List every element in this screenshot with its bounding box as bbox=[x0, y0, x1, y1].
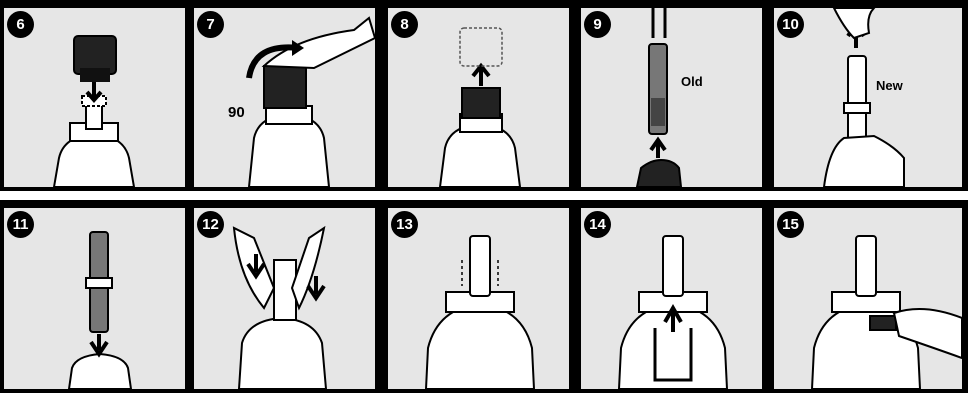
instruction-row-top: 6 7 90 8 bbox=[0, 0, 968, 191]
step-panel-11: 11 bbox=[4, 208, 185, 389]
cap-lift-illustration bbox=[388, 8, 569, 187]
step-panel-13: 13 bbox=[388, 208, 569, 389]
step-panel-8: 8 bbox=[388, 8, 569, 187]
step-panel-14: 14 bbox=[581, 208, 762, 389]
step-panel-15: 15 bbox=[774, 208, 962, 389]
old-cartridge-label: Old bbox=[681, 74, 703, 89]
step-number-badge: 13 bbox=[391, 211, 418, 238]
step-number-badge: 12 bbox=[197, 211, 224, 238]
step-number-badge: 6 bbox=[7, 11, 34, 38]
cap-removal-illustration bbox=[4, 8, 185, 187]
step-number-badge: 7 bbox=[197, 11, 224, 38]
step-number-badge: 15 bbox=[777, 211, 804, 238]
step-panel-9: 9 Old bbox=[581, 8, 762, 187]
step-panel-12: 12 bbox=[194, 208, 375, 389]
press-down-illustration bbox=[194, 208, 375, 389]
step-number-badge: 8 bbox=[391, 11, 418, 38]
new-cartridge-label: New bbox=[876, 78, 903, 93]
cartridge-seated-illustration bbox=[388, 208, 569, 389]
step-panel-10: 10 New bbox=[774, 8, 962, 187]
rotation-angle-label: 90 bbox=[228, 104, 245, 121]
step-number-badge: 11 bbox=[7, 211, 34, 238]
clip-insert-illustration bbox=[581, 208, 762, 389]
new-cartridge-illustration bbox=[774, 8, 962, 187]
cartridge-insert-illustration bbox=[4, 208, 185, 389]
step-panel-7: 7 90 bbox=[194, 8, 375, 187]
step-number-badge: 14 bbox=[584, 211, 611, 238]
step-number-badge: 10 bbox=[777, 11, 804, 38]
clip-secure-illustration bbox=[774, 208, 962, 389]
wrench-turn-illustration bbox=[194, 8, 375, 187]
step-number-badge: 9 bbox=[584, 11, 611, 38]
instruction-row-bottom: 11 12 13 14 bbox=[0, 200, 968, 393]
old-cartridge-removal-illustration bbox=[581, 8, 762, 187]
step-panel-6: 6 bbox=[4, 8, 185, 187]
